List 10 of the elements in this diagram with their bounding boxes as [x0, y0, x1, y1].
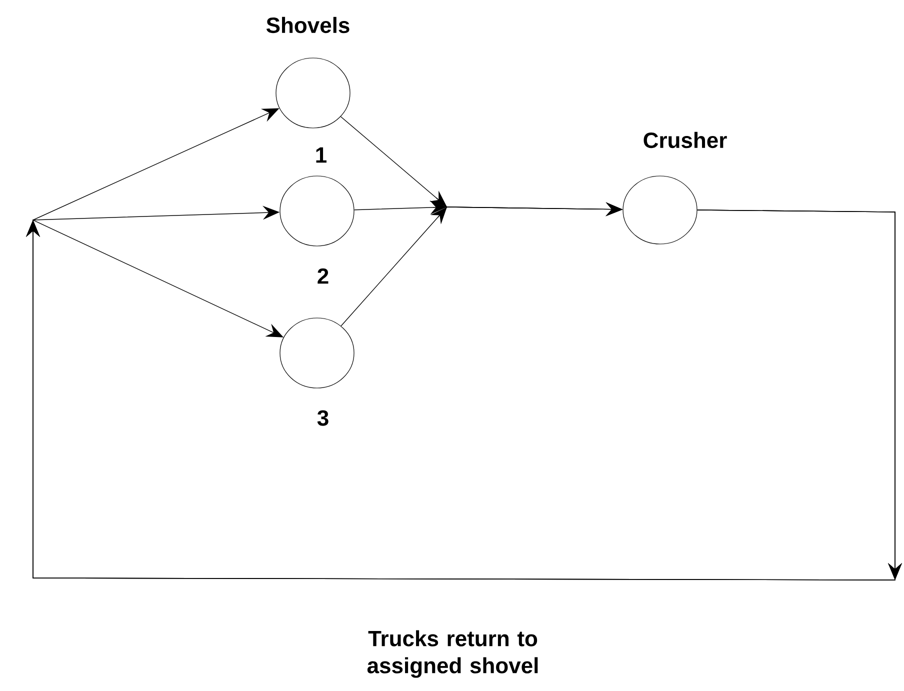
- node-label: Crusher: [644, 132, 727, 148]
- circle-node: [622, 176, 698, 244]
- text-label: Trucks return to assigned shovel: [367, 630, 538, 678]
- circle-node: [280, 176, 354, 246]
- circle-node: [280, 318, 354, 388]
- node-label: 1: [316, 147, 326, 163]
- node-label: 2: [318, 268, 328, 284]
- node-label: 3: [317, 410, 328, 426]
- circle-node: [276, 58, 350, 128]
- text-label: Shovels: [266, 16, 350, 34]
